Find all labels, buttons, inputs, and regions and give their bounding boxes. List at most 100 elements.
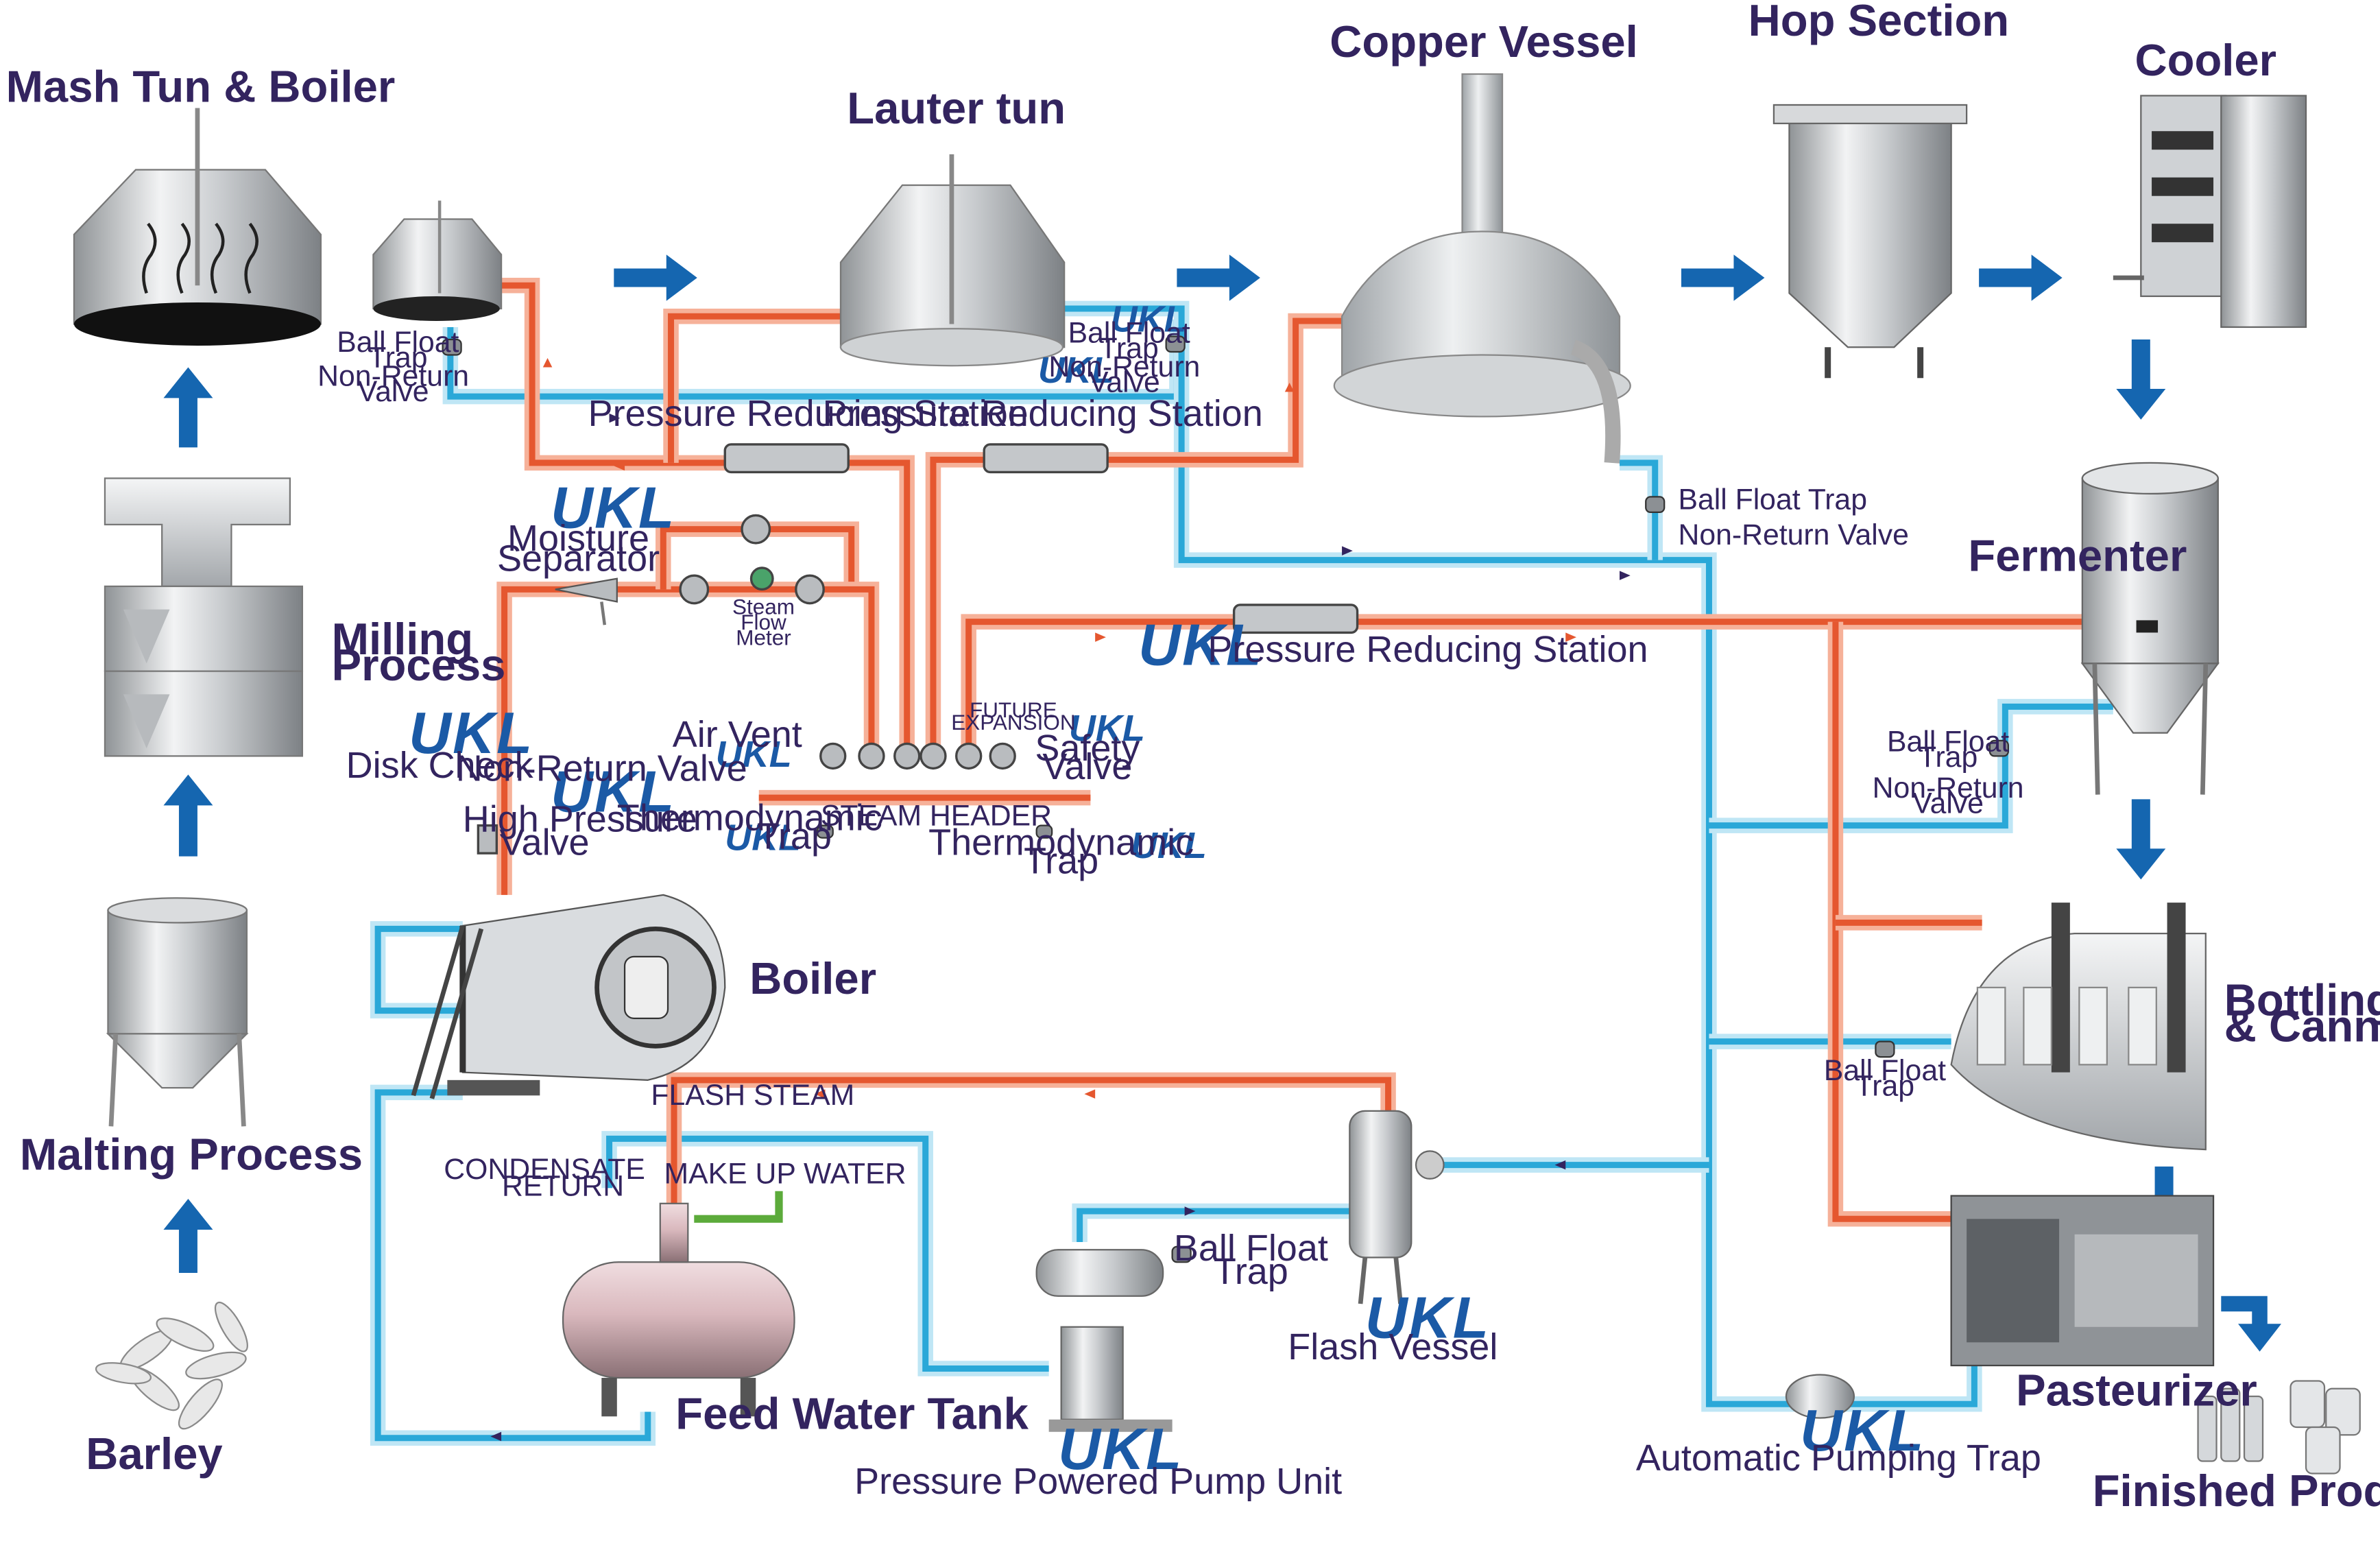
stage-titles: Mash Tun & Boiler Lauter tun Copper Vess… bbox=[6, 0, 2380, 1516]
label-hp-valve-1: High Pressure bbox=[463, 799, 697, 840]
hop-section-illustration bbox=[1772, 104, 1968, 379]
fermenter-title: Fermenter bbox=[1968, 530, 2187, 580]
automatic-pumping-trap-illustration bbox=[1785, 1374, 1855, 1419]
mash-tun-title: Mash Tun & Boiler bbox=[6, 61, 396, 111]
malting-vessel-illustration bbox=[106, 897, 249, 1127]
label-moisture-separator-2: Separator bbox=[497, 538, 660, 579]
label-nrv-lauter-2: Valve bbox=[1089, 366, 1160, 398]
moisture-separator-illustration bbox=[555, 577, 618, 625]
ukl-logo-pump: UKL bbox=[1058, 1417, 1183, 1482]
brand-logos: UKL UKL UKL UKL UKL UKL UKL UKL UKL UKL … bbox=[409, 299, 1925, 1482]
bottling-title-1: Bottling bbox=[2224, 975, 2380, 1025]
arrow-to-fermenter bbox=[2116, 339, 2166, 420]
steam-header-valves bbox=[819, 742, 1016, 770]
feed-water-tank-title: Feed Water Tank bbox=[675, 1388, 1029, 1438]
label-steam-header: STEAM HEADER bbox=[821, 800, 1052, 833]
lauter-tun-title: Lauter tun bbox=[847, 83, 1066, 133]
cooler-illustration bbox=[2113, 95, 2307, 329]
label-condensate-return-1: CONDENSATE bbox=[444, 1153, 645, 1186]
arrow-copper-right bbox=[1177, 254, 1260, 301]
label-nrv-copper: Non-Return Valve bbox=[1678, 518, 1908, 551]
label-nrv-ferm-2: Valve bbox=[1912, 787, 1984, 820]
hop-section-title: Hop Section bbox=[1748, 0, 2009, 45]
ukl-logo-apt: UKL bbox=[1800, 1398, 1925, 1464]
label-disk-check: Disk Check bbox=[346, 745, 534, 786]
label-bft-bottling-1: Ball Float bbox=[1824, 1054, 1946, 1087]
milling-machine-illustration bbox=[104, 477, 304, 757]
label-make-up-water: MAKE UP WATER bbox=[664, 1158, 906, 1191]
make-up-water-line bbox=[694, 1191, 783, 1223]
label-safety-valve-1: Safety bbox=[1035, 728, 1140, 769]
label-prv-3: Pressure Reducing Station bbox=[1207, 629, 1648, 670]
ukl-logo-moisture: UKL bbox=[551, 475, 675, 540]
label-thermo-trap-1a: Thermodynamic bbox=[617, 797, 882, 838]
label-future-expansion-1: FUTURE bbox=[970, 697, 1057, 722]
label-nrv-lauter-1: Non-Return bbox=[1048, 350, 1200, 383]
arrow-to-mash bbox=[163, 367, 213, 448]
small-mash-vessel-illustration bbox=[372, 200, 503, 321]
label-prv-2: Pressure Reducing Station bbox=[823, 393, 1263, 434]
label-future-expansion-2: EXPANSION bbox=[951, 710, 1075, 735]
milling-title-2: Process bbox=[332, 640, 506, 690]
component-labels: Ball Float Trap Non-Return Valve Ball Fl… bbox=[317, 316, 2041, 1501]
arrow-cooler-right bbox=[1979, 254, 2063, 301]
label-bft-copper: Ball Float Trap bbox=[1678, 483, 1867, 516]
pasteurizer-title: Pasteurizer bbox=[2016, 1365, 2257, 1416]
pressure-powered-pump-illustration bbox=[1035, 1249, 1173, 1432]
steam-lines bbox=[496, 277, 2091, 1227]
label-bft-pump-1: Ball Float bbox=[1174, 1228, 1328, 1269]
bottling-line-illustration bbox=[1950, 903, 2207, 1151]
ukl-logo-lauter-nrv: UKL bbox=[1038, 350, 1114, 391]
feed-water-tank-illustration bbox=[562, 1202, 795, 1417]
label-flow-meter-3: Meter bbox=[736, 625, 791, 649]
label-flash-vessel: Flash Vessel bbox=[1288, 1326, 1498, 1368]
milling-title-1: Milling bbox=[332, 614, 473, 664]
ukl-logo-flash-vessel: UKL bbox=[1365, 1286, 1490, 1351]
label-bft-mash-2: Trap bbox=[368, 341, 427, 374]
prv-station-graphics bbox=[723, 443, 1359, 634]
label-nrv-mash-2: Valve bbox=[358, 375, 429, 408]
ukl-logo-thermo-2: UKL bbox=[1131, 825, 1207, 866]
label-moisture-separator-1: Moisture bbox=[507, 518, 649, 559]
label-flow-meter-1: Steam bbox=[732, 594, 795, 619]
boiler-illustration bbox=[411, 894, 726, 1099]
steam-line-valves bbox=[477, 514, 825, 855]
process-flow-arrows bbox=[163, 254, 2282, 1352]
bottling-title-2: & Canning bbox=[2224, 1001, 2380, 1051]
label-thermo-trap-2a: Thermodynamic bbox=[928, 822, 1194, 863]
label-air-vent: Air Vent bbox=[673, 714, 802, 755]
barley-title: Barley bbox=[86, 1429, 222, 1479]
label-flash-steam: FLASH STEAM bbox=[651, 1079, 854, 1112]
arrow-to-milling bbox=[163, 774, 213, 857]
malting-title: Malting Process bbox=[20, 1129, 363, 1179]
copper-vessel-title: Copper Vessel bbox=[1330, 16, 1637, 67]
label-nrv-ferm-1: Non-Return bbox=[1873, 772, 2024, 804]
boiler-title: Boiler bbox=[749, 953, 876, 1003]
finished-product-illustration bbox=[2197, 1380, 2361, 1475]
label-thermo-trap-1b: Trap bbox=[757, 815, 832, 857]
condensate-lines bbox=[370, 300, 2113, 1446]
arrow-to-finished bbox=[2221, 1296, 2282, 1352]
label-safety-valve-2: Valve bbox=[1042, 746, 1132, 787]
small-traps bbox=[442, 335, 2009, 1263]
label-bft-pump-2: Trap bbox=[1214, 1251, 1288, 1292]
label-bft-ferm-1: Ball Float bbox=[1887, 726, 2009, 759]
label-bft-ferm-2: Trap bbox=[1919, 741, 1978, 774]
label-nrv-boiler: Non-Return Valve bbox=[456, 748, 747, 789]
label-pressure-powered-pump: Pressure Powered Pump Unit bbox=[854, 1461, 1342, 1502]
label-thermo-trap-2b: Trap bbox=[1024, 840, 1098, 881]
finished-product-title: Finished Product bbox=[2093, 1466, 2380, 1516]
ukl-logo-safety: UKL bbox=[1069, 708, 1145, 749]
lauter-tun-illustration bbox=[839, 154, 1066, 367]
ukl-logo-air-vent: UKL bbox=[716, 734, 792, 775]
label-bft-bottling-2: Trap bbox=[1855, 1069, 1914, 1102]
ukl-logo-disk-check: UKL bbox=[409, 701, 533, 766]
arrow-hop-right bbox=[1681, 254, 1765, 301]
ukl-logo-lauter-trap: UKL bbox=[1111, 299, 1187, 340]
label-automatic-pumping-trap: Automatic Pumping Trap bbox=[1636, 1437, 2041, 1479]
label-flow-meter-2: Flow bbox=[741, 610, 786, 634]
label-nrv-mash-1: Non-Return bbox=[317, 359, 469, 392]
cooler-title: Cooler bbox=[2135, 35, 2277, 85]
copper-vessel-illustration bbox=[1333, 73, 1631, 464]
